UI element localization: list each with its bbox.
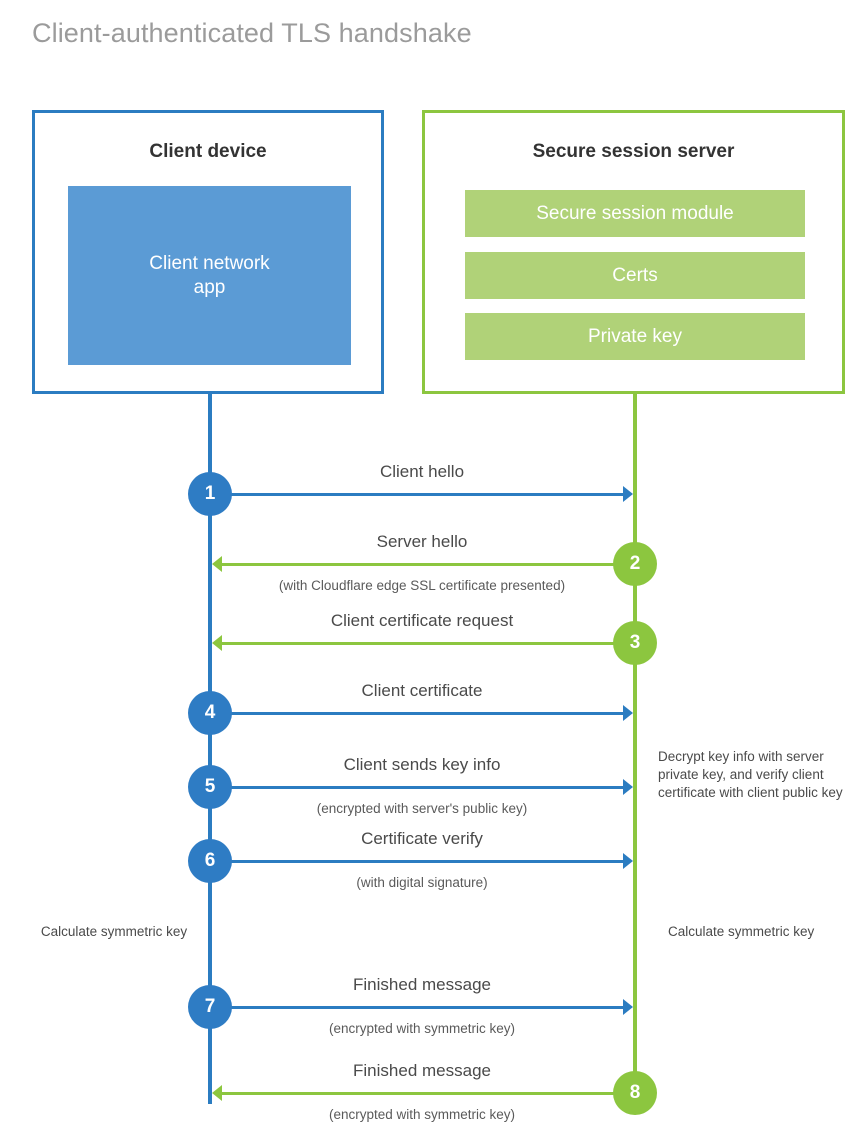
step-badge-8: 8 — [613, 1071, 657, 1115]
arrow-shaft — [210, 712, 623, 715]
step-badge-1: 1 — [188, 472, 232, 516]
arrow-shaft — [210, 493, 623, 496]
arrow-head-right — [623, 486, 633, 502]
secure-session-server-title: Secure session server — [532, 141, 735, 162]
arrow-head-left — [212, 1085, 222, 1101]
note-server-decrypt: Decrypt key info with server private key… — [658, 749, 843, 800]
server-bar-private-key: Private key — [465, 313, 805, 360]
message-label: Certificate verify — [361, 829, 483, 848]
message-label: Client certificate — [361, 681, 483, 700]
message-label: Finished message — [353, 1061, 491, 1080]
step-badge-3: 3 — [613, 621, 657, 665]
message-sublabel: (encrypted with symmetric key) — [328, 1021, 516, 1036]
arrow-shaft — [222, 1092, 635, 1095]
arrow-head-right — [623, 999, 633, 1015]
client-device-box: Client device Client network app — [32, 110, 384, 394]
server-bar-label: Secure session module — [536, 202, 734, 224]
note-calculate-symmetric-key-server: Calculate symmetric key — [668, 924, 815, 939]
arrow-head-left — [212, 635, 222, 651]
message-label: Client certificate request — [330, 611, 514, 630]
arrow-shaft — [210, 1006, 623, 1009]
client-device-title: Client device — [149, 141, 267, 162]
server-bar-secure-session-module: Secure session module — [465, 190, 805, 237]
secure-session-server-box: Secure session server Secure session mod… — [422, 110, 845, 394]
arrow-shaft — [210, 786, 623, 789]
arrow-shaft — [222, 563, 635, 566]
arrow-shaft — [222, 642, 635, 645]
arrow-head-left — [212, 556, 222, 572]
client-app-label-line1: Client network — [149, 253, 270, 275]
step-badge-2: 2 — [613, 542, 657, 586]
server-bar-certs: Certs — [465, 252, 805, 299]
arrow-head-right — [623, 705, 633, 721]
message-sublabel: (encrypted with server's public key) — [316, 801, 528, 816]
client-lifeline — [208, 394, 212, 1104]
message-sublabel: (with Cloudflare edge SSL certificate pr… — [278, 578, 566, 593]
page-title: Client-authenticated TLS handshake — [32, 18, 472, 48]
arrow-head-right — [623, 853, 633, 869]
message-label: Client hello — [379, 462, 465, 481]
message-label: Finished message — [353, 975, 491, 994]
step-badge-4: 4 — [188, 691, 232, 735]
note-calculate-symmetric-key-client: Calculate symmetric key — [40, 924, 188, 939]
server-bar-label: Certs — [612, 264, 658, 286]
client-network-app-block: Client network app — [68, 186, 351, 365]
message-label: Server hello — [376, 532, 468, 551]
message-sublabel: (with digital signature) — [356, 875, 488, 890]
step-badge-7: 7 — [188, 985, 232, 1029]
client-app-label-line2: app — [193, 276, 226, 298]
arrow-head-right — [623, 779, 633, 795]
step-badge-6: 6 — [188, 839, 232, 883]
server-lifeline — [633, 394, 637, 1094]
server-bar-label: Private key — [588, 325, 682, 347]
client-network-app-label: Client network app — [149, 252, 269, 298]
message-label: Client sends key info — [343, 755, 501, 774]
message-sublabel: (encrypted with symmetric key) — [328, 1107, 516, 1122]
arrow-shaft — [210, 860, 623, 863]
step-badge-5: 5 — [188, 765, 232, 809]
